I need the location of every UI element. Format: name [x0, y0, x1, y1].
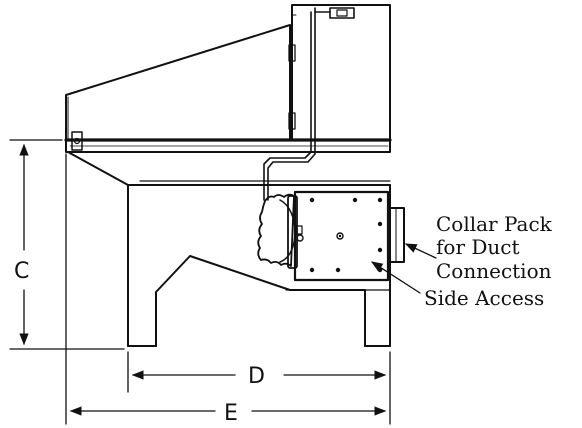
dimension-d-label: D [248, 364, 265, 389]
top-fitting [329, 7, 355, 19]
collar-pack-line-2: for Duct [436, 235, 520, 259]
dimension-e [65, 153, 387, 425]
side-access-label: Side Access [424, 286, 544, 310]
dimension-c-label: C [14, 259, 29, 284]
dimension-e-label: E [224, 401, 238, 426]
collar-pack-leader [404, 243, 437, 259]
lower-cabinet [67, 151, 391, 347]
collar-pack-line-1: Collar Pack [436, 212, 553, 236]
side-access-panel [293, 190, 390, 282]
sloped-hood [65, 24, 291, 141]
work-surface-band [64, 138, 392, 153]
dimension-c [9, 139, 125, 350]
side-access-leader [371, 261, 421, 294]
tower-hinges [288, 44, 296, 130]
dimension-d [127, 351, 391, 425]
collar-pack [389, 207, 405, 263]
collar-pack-line-3: Connection [436, 259, 552, 283]
fan-housing [257, 193, 304, 269]
collar-pack-label: Collar Pack for Duct Connection [436, 212, 558, 283]
rear-tower [291, 4, 391, 141]
duct-pipe [263, 7, 331, 201]
